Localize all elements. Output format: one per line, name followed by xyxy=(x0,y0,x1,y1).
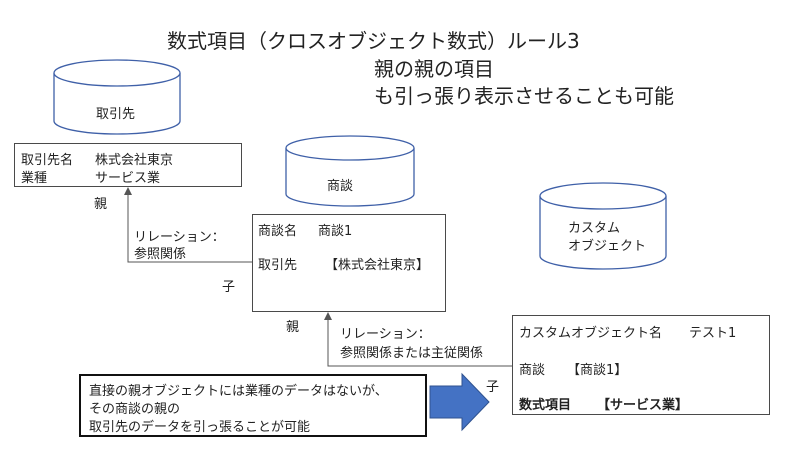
opportunity-name-value: 商談1 xyxy=(318,224,353,239)
custom-object-cylinder xyxy=(539,182,667,270)
custom-object-cylinder-label-1: カスタム xyxy=(568,221,621,236)
formula-field-value: 【サービス業】 xyxy=(597,398,689,413)
page-title: 数式項目（クロスオブジェクト数式）ルール3 xyxy=(167,29,580,53)
account-cylinder-label: 取引先 xyxy=(96,107,136,122)
opportunity-cylinder-label: 商談 xyxy=(327,179,354,194)
explanation-note: 直接の親オブジェクトには業種のデータはないが、 その商談の親の 取引先のデータを… xyxy=(79,374,427,437)
relation-connector-2 xyxy=(327,318,512,367)
relation-2-label-line1: リレーション： xyxy=(340,327,431,342)
relation-arrowhead-2 xyxy=(324,312,332,320)
page-subtitle-2: も引っ張り表示させることも可能 xyxy=(374,84,674,108)
relation-1-label-line1: リレーション： xyxy=(134,230,225,245)
opportunity-account-label: 取引先 xyxy=(258,258,298,273)
account-cylinder xyxy=(53,59,181,135)
opportunity-name-label: 商談名 xyxy=(258,224,298,239)
custom-object-cylinder-label-2: オブジェクト xyxy=(568,239,647,254)
custom-object-record-box: カスタムオブジェクト名 テスト1 商談 【商談1】 数式項目 【サービス業】 xyxy=(512,315,770,415)
custom-object-opportunity-label: 商談 xyxy=(519,363,546,378)
note-line-3: 取引先のデータを引っ張ることが可能 xyxy=(89,420,311,435)
industry-value: サービス業 xyxy=(95,171,161,186)
opportunity-account-value: 【株式会社東京】 xyxy=(325,258,430,273)
blue-right-arrow-icon xyxy=(429,372,490,432)
custom-object-opportunity-value: 【商談1】 xyxy=(567,363,628,378)
account-name-value: 株式会社東京 xyxy=(95,153,174,168)
opportunity-record-box: 商談名 商談1 取引先 【株式会社東京】 xyxy=(252,214,446,312)
relation-1-label-line2: 参照関係 xyxy=(134,247,187,262)
custom-object-name-value: テスト1 xyxy=(689,326,737,341)
opportunity-cylinder xyxy=(285,135,415,207)
parent-label-1: 親 xyxy=(94,197,108,212)
child-label-2: 子 xyxy=(486,380,500,395)
parent-label-2: 親 xyxy=(286,320,300,335)
note-line-1: 直接の親オブジェクトには業種のデータはないが、 xyxy=(89,384,388,399)
relation-arrowhead-1 xyxy=(124,187,132,195)
child-label-1: 子 xyxy=(222,280,236,295)
industry-label: 業種 xyxy=(21,171,48,186)
formula-field-label: 数式項目 xyxy=(519,398,572,413)
page-subtitle-1: 親の親の項目 xyxy=(374,57,494,81)
relation-2-label-line2: 参照関係または主従関係 xyxy=(340,346,484,361)
relation-connector-1 xyxy=(127,193,252,263)
account-record-box: 取引先名 株式会社東京 業種 サービス業 xyxy=(14,143,242,187)
note-line-2: その商談の親の xyxy=(89,402,181,417)
custom-object-name-label: カスタムオブジェクト名 xyxy=(519,326,663,341)
account-name-label: 取引先名 xyxy=(21,153,74,168)
